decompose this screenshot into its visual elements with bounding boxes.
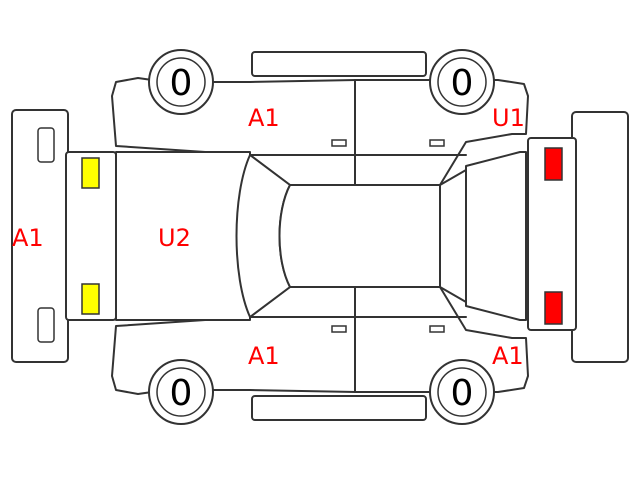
code-right-front-door: A1 — [248, 342, 280, 370]
wheel-front-right-value: 0 — [170, 373, 193, 414]
left-side-guard — [251, 51, 427, 77]
rear-lamp-bottom — [544, 291, 563, 325]
wheel-rear-left-value: 0 — [451, 63, 474, 104]
rear-lamp-top — [544, 147, 563, 181]
rear-bumper — [571, 111, 629, 363]
wheel-rear-right: 0 — [429, 359, 495, 425]
roof — [278, 184, 441, 288]
right-side-guard — [251, 395, 427, 421]
hood — [115, 151, 251, 321]
right-rear-door-handle — [429, 325, 445, 333]
wheel-front-left: 0 — [148, 49, 214, 115]
front-bumper-bottom-slot — [37, 307, 55, 343]
left-rear-door-handle — [429, 139, 445, 147]
code-hood: U2 — [158, 224, 191, 252]
front-lamp-bottom — [81, 283, 100, 315]
wheel-rear-left-rim — [437, 57, 487, 107]
left-front-door-handle — [331, 139, 347, 147]
wheel-rear-right-value: 0 — [451, 373, 474, 414]
wheel-rear-right-rim — [437, 367, 487, 417]
right-front-door-handle — [331, 325, 347, 333]
code-left-front-door: A1 — [248, 104, 280, 132]
wheel-front-left-rim — [156, 57, 206, 107]
code-left-rear-quarter: A1 — [492, 342, 524, 370]
front-bumper-top-slot — [37, 127, 55, 163]
rear-window — [439, 169, 467, 303]
wheel-front-right: 0 — [148, 359, 214, 425]
rear-fascia — [527, 137, 577, 331]
wheel-front-right-rim — [156, 367, 206, 417]
front-lamp-top — [81, 157, 100, 189]
wheel-rear-left: 0 — [429, 49, 495, 115]
code-front-bumper: A1 — [12, 224, 44, 252]
wheel-front-left-value: 0 — [170, 63, 193, 104]
trunk-lid — [465, 151, 527, 321]
code-right-rear-quarter: U1 — [492, 104, 525, 132]
